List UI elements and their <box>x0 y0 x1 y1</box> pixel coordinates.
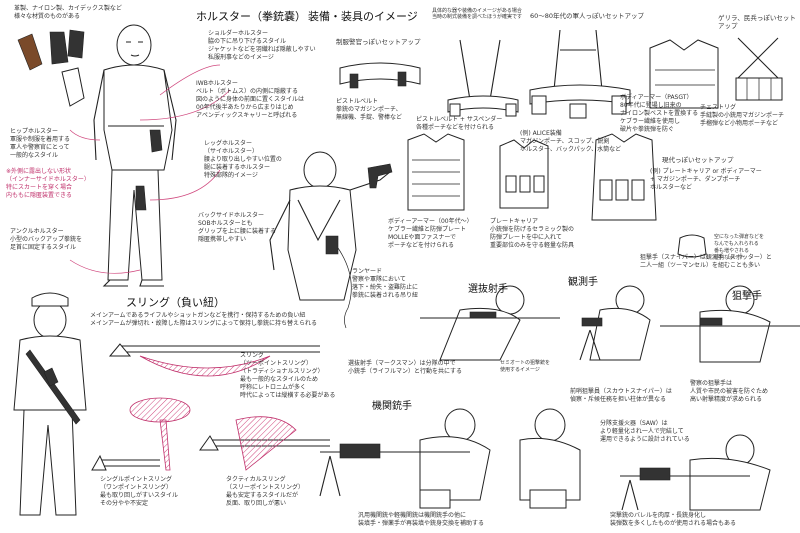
modern-setup-text: (例) プレートキャリア or ボディアーマー + マガジンポーチ、ダンプポーチ… <box>650 168 762 191</box>
hip-holster-text: ヒップホルスター 軍服や制服を着用する 軍人や警察官にとって 一般的なスタイル <box>10 128 71 159</box>
sniper-note: 警察の狙撃手は 人質や市民の被害を防ぐため 高い射撃精度が求められる <box>690 380 769 403</box>
machine-gunner-figure <box>319 408 491 509</box>
ankle-holster-text: アンクルホルスター 小型のバックアップ拳銃を 足首に固定するスタイル <box>10 228 83 251</box>
lanyard-text: ランヤード 警察や軍隊において 落下・紛失・盗難防止に 拳銃に装着される吊り紐 <box>352 268 419 299</box>
tactical-sling-text: タクティカルスリング （スリーポイントスリング） 最も安定するスタイルだが 反面… <box>226 476 305 507</box>
modern-setup-heading: 現代っぽいセットアップ <box>662 156 734 164</box>
spotter-heading: 観測手 <box>568 277 598 288</box>
holster-man-figure <box>69 24 231 287</box>
machine-gunner-note: 汎用機関銃や軽機関銃は機関銃手の他に 装填手・弾薬手が再装填や銃身交換を補助する <box>358 512 485 527</box>
police-belt-icon <box>339 62 421 89</box>
leg-holster-text: レッグホルスター （サイホルスター） 腰より取り出しやすい位置の 腿に装着するホ… <box>204 140 282 179</box>
tactical-sling-icon <box>199 416 330 471</box>
sniper-heading: 狙撃手 <box>732 291 762 302</box>
saw-gunner-figure <box>620 434 771 511</box>
sling-heading: スリング（負い紐） <box>126 296 225 309</box>
sling-soldier-figure <box>13 292 87 516</box>
machine-gunner-heading: 機関銃手 <box>372 401 412 412</box>
suspender-text: ピストルベルト + サスペンダー 各種ポーチなどを付けられる <box>416 116 503 131</box>
plate-carrier-icon <box>499 139 549 209</box>
sling-bag-icon <box>129 397 191 423</box>
holster-samples-icon <box>17 29 85 107</box>
single-point-sling-text: シングルポイントスリング （ワンポイントスリング） 最も取り回しがすいスタイル … <box>100 476 179 507</box>
pasgt-vest-icon <box>649 39 719 109</box>
spotter-note: 狙撃手（スナイパー）は観測手（スポッター）と 二人一組（ツーマンセル）を組むこと… <box>640 254 772 269</box>
marksman-heading: 選抜射手 <box>468 284 508 295</box>
single-point-sling-icon <box>91 419 171 471</box>
pasgt-text: ボディアーマー（PASGT） 80年代に登場し旧来の ナイロン製ベストを置換する… <box>620 94 699 133</box>
chest-rig-icon <box>735 37 783 101</box>
plate-carrier-text: プレートキャリア 小銃弾を防げるセラミック製の 防弾プレートを中に入れて 重要部… <box>490 218 575 249</box>
police-setup-heading: 制服警官っぽいセットアップ <box>336 38 421 46</box>
holster-top-note: 革製、ナイロン製、カイデックス製など 様々な材質のものがある <box>14 5 122 20</box>
alice-setup-heading: 60〜80年代の軍人っぽいセットアップ <box>530 12 645 20</box>
marksman-note: セミオートの狙撃銃を 使用するイメージ <box>500 360 551 373</box>
sling-description: メインアームであるライフルやショットガンなどを携行・保持するための負い紐 メイン… <box>90 312 317 327</box>
modern-setup-icon <box>591 133 707 258</box>
saw-note: 分隊支援火器（SAW）は より軽量化され一人で完結して 運用できるように設計され… <box>600 420 690 443</box>
inner-holster-text: ※外側に露出しない形状 （インナーサイドホルスター） 特にスカートを穿く場合 内… <box>6 168 90 199</box>
equipment-heading: 装備・装具のイメージ <box>308 10 418 23</box>
shoulder-holster-text: ショルダーホルスター 脇の下に吊り下げるスタイル ジャケットなどを羽織れば隠蔽し… <box>208 30 316 61</box>
two-point-sling-icon <box>108 343 320 377</box>
equipment-note: 具体的な器や装備のイメージがある場合 当時の制式装備を調べたほうが確実です <box>432 8 523 20</box>
holster-heading: ホルスター（拳銃嚢） <box>196 10 306 23</box>
spotter-figure <box>579 285 651 361</box>
recon-sniper-text: 前哨狙撃員（スカウトスナイパー）は 偵察・斥候任務を担い柱体が異なる <box>570 388 672 403</box>
alice-text: (例) ALICE装備 マガジンポーチ、スコップ、銃剣 ホルスター、バックパック… <box>520 130 622 153</box>
dump-pouch-note: 空になった弾倉などを なんでも入れられる 番も増やされる 便利なポーチ <box>714 234 765 261</box>
body-armor-icon <box>407 133 465 211</box>
pistol-belt-text: ピストルベルト 拳銃のマガジンポーチ、 無線機、手錠、警棒など <box>336 98 403 121</box>
sniper-figure <box>660 285 800 363</box>
body-armor-text: ボディーアーマー（00年代〜） ケブラー繊維と防弾プレート MOLLEや面ファス… <box>388 218 473 249</box>
chest-rig-text: チェストリグ 手縫製の小銃用マガジンポーチ 手榴弾など小物用ポーチなど <box>700 104 785 127</box>
assault-rifle-note: 突撃銃のバレルを肉厚・長銃身化し 装弾数を多くしたものが使用される場合もある <box>610 512 737 527</box>
suspender-icon <box>447 39 519 117</box>
alice-gear-icon <box>529 29 631 119</box>
back-holster-figure <box>269 151 393 329</box>
marksman-text: 選抜射手（マークスマン）は分隊の中で 小銃手（ライフルマン）と行動を共にする <box>348 360 463 375</box>
iwb-holster-text: IWBホルスター ベルト（ボトムス）の内側に隠蔽する 図のように身体の前面に置く… <box>196 80 305 119</box>
guerrilla-setup-heading: ゲリラ、民兵っぽいセットアップ <box>718 14 796 30</box>
assistant-gunner-figure <box>519 408 581 509</box>
back-holster-text: バックサイドホルスター SOBホルスターとも グリップを上に腰に装着する 隠匿携… <box>198 212 277 243</box>
two-point-sling-text: スリング （ツーポイントスリング） （トラディショナルスリング） 最も一般的なス… <box>240 352 336 399</box>
marksman-figure <box>420 285 560 361</box>
